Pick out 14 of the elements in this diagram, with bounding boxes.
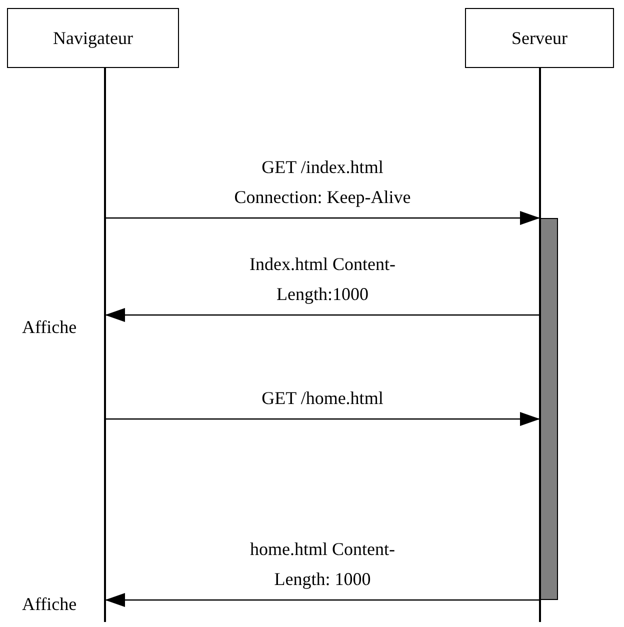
message-arrow [105, 412, 540, 426]
lifeline-header-box: Serveur [465, 8, 614, 68]
message-arrow [105, 593, 540, 607]
note-text: Affiche [22, 316, 77, 338]
message-label: GET /home.html [260, 387, 384, 410]
lifeline-header-box: Navigateur [7, 8, 179, 68]
message-arrow [105, 308, 540, 322]
lifeline [104, 68, 106, 622]
message-label: GET /index.html Connection: Keep-Alive [233, 156, 412, 209]
note-text: Affiche [22, 593, 77, 615]
activation-bar [540, 218, 558, 600]
message-label: home.html Content-Length: 1000 [249, 538, 396, 591]
message-arrow [105, 211, 540, 225]
message-label: Index.html Content-Length:1000 [248, 253, 396, 306]
